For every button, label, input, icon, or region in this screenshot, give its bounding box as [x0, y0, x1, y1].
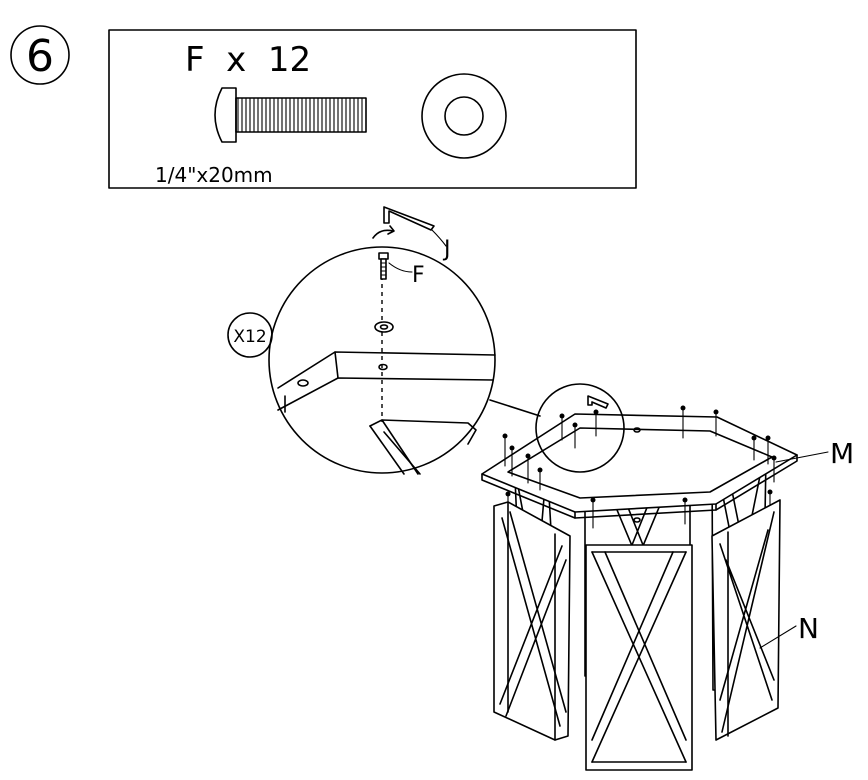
washer-icon — [421, 73, 507, 159]
detail-bolt — [378, 252, 389, 280]
detail-leader-line — [489, 399, 541, 417]
bolt-size-label: 1/4"x20mm — [155, 163, 273, 187]
callout-m: M — [830, 437, 854, 470]
detail-frame-corner — [277, 351, 496, 475]
callout-n-leader — [759, 625, 797, 649]
leg-frame-front-center — [585, 544, 693, 771]
callout-m-leader — [775, 451, 829, 463]
detail-washer — [374, 321, 394, 333]
quantity-label: F x 12 — [185, 40, 311, 80]
multiplier-label: X12 — [233, 327, 266, 347]
step-marker: 6 — [10, 25, 70, 85]
frame-detail-circle — [535, 383, 625, 473]
multiplier-circle — [227, 312, 273, 358]
hex-key-icon — [372, 206, 435, 239]
leg-frame-front-left — [493, 501, 571, 741]
table-assembly: M N — [481, 383, 854, 771]
callout-n: N — [798, 612, 819, 645]
parts-box: F x 12 1/4"x20mm — [108, 29, 637, 189]
top-frame — [481, 413, 798, 523]
leg-frame-front-right — [711, 499, 781, 741]
bolt-icon — [214, 87, 367, 143]
detail-view: J F X12 — [227, 206, 541, 475]
step-number: 6 — [26, 31, 54, 82]
callout-j: J — [442, 237, 451, 262]
callout-f: F — [412, 263, 425, 288]
